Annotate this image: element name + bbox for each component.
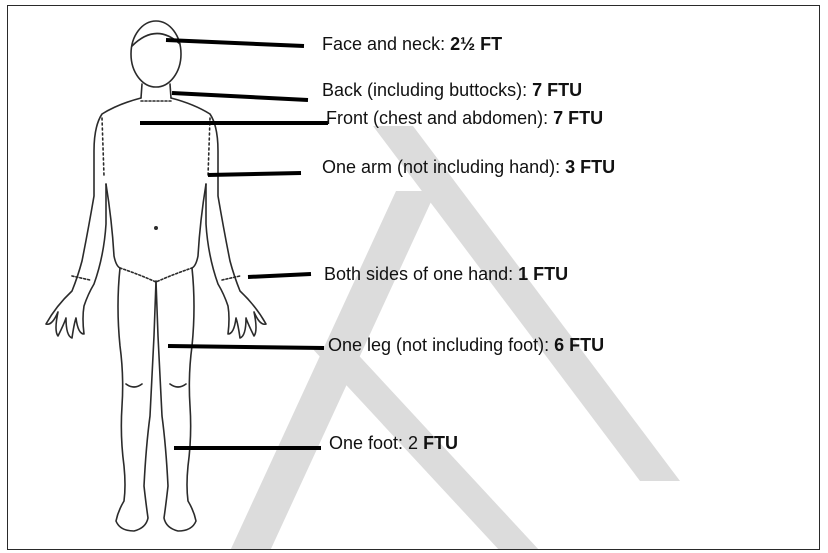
label-arm-value: 3 FTU	[565, 157, 615, 177]
label-leg: One leg (not including foot): 6 FTU	[328, 335, 604, 355]
label-front: Front (chest and abdomen): 7 FTU	[326, 108, 603, 128]
figure-wrist-right	[222, 276, 240, 280]
label-face-neck-value: 2½ FT	[450, 34, 502, 54]
label-foot-text: One foot: 2	[329, 433, 423, 453]
label-leg-value: 6 FTU	[554, 335, 604, 355]
label-face-neck: Face and neck: 2½ FT	[322, 34, 502, 54]
label-hand: Both sides of one hand: 1 FTU	[324, 264, 568, 284]
leader-arm	[208, 173, 301, 175]
label-arm: One arm (not including hand): 3 FTU	[322, 157, 615, 177]
leader-lines	[140, 40, 328, 448]
label-arm-text: One arm (not including hand):	[322, 157, 565, 177]
figure-navel	[155, 227, 157, 229]
label-hand-text: Both sides of one hand:	[324, 264, 518, 284]
leader-back	[172, 93, 308, 100]
figure-wrist-left	[72, 276, 90, 280]
figure-left-leg	[116, 268, 156, 531]
figure-shoulder-left	[102, 118, 104, 176]
figure-head	[131, 21, 181, 87]
label-back-value: 7 FTU	[532, 80, 582, 100]
label-back-text: Back (including buttocks):	[322, 80, 532, 100]
leader-leg	[168, 346, 324, 348]
figure-shoulder-right	[208, 118, 210, 176]
leader-hand	[248, 274, 311, 277]
label-foot: One foot: 2 FTU	[329, 433, 458, 453]
figure-right-side	[171, 98, 266, 338]
figure-underwear-line	[120, 268, 192, 282]
figure-neck	[141, 84, 171, 98]
label-hand-value: 1 FTU	[518, 264, 568, 284]
label-face-neck-text: Face and neck:	[322, 34, 450, 54]
label-front-value: 7 FTU	[553, 108, 603, 128]
figure-knees	[126, 384, 186, 387]
label-front-text: Front (chest and abdomen):	[326, 108, 553, 128]
label-leg-text: One leg (not including foot):	[328, 335, 554, 355]
leader-face	[166, 40, 304, 46]
figure-left-side	[46, 98, 141, 338]
label-back: Back (including buttocks): 7 FTU	[322, 80, 582, 100]
diagram-frame: Face and neck: 2½ FT Back (including but…	[7, 5, 820, 550]
label-foot-value: FTU	[423, 433, 458, 453]
figure-right-leg	[156, 268, 196, 531]
